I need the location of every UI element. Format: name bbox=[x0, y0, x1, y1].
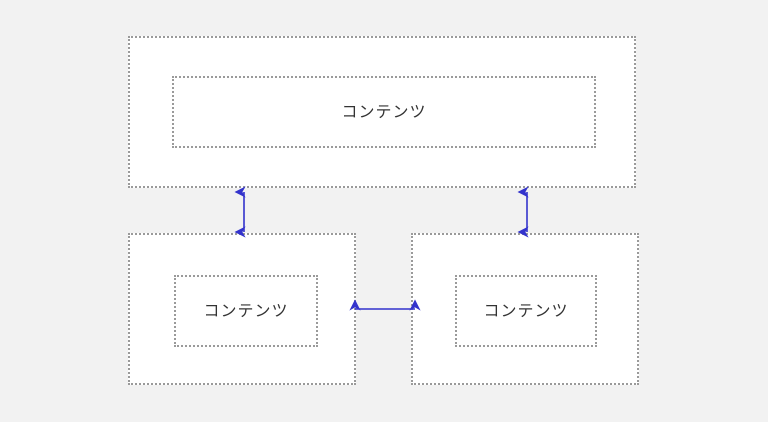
panel-top[interactable]: コンテンツ bbox=[128, 36, 636, 188]
content-box-top[interactable]: コンテンツ bbox=[172, 76, 596, 148]
panel-bottom-left[interactable]: コンテンツ bbox=[128, 233, 356, 385]
content-label-bottom-right: コンテンツ bbox=[483, 301, 569, 320]
content-label-bottom-left: コンテンツ bbox=[203, 301, 289, 320]
panel-bottom-right[interactable]: コンテンツ bbox=[411, 233, 639, 385]
connector-arrow-top-to-bottom-right bbox=[517, 186, 529, 238]
content-label-top: コンテンツ bbox=[341, 102, 427, 121]
connector-arrow-top-to-bottom-left bbox=[234, 186, 246, 238]
connector-arrow-bottom-left-to-bottom-right bbox=[349, 299, 421, 311]
content-box-bottom-right[interactable]: コンテンツ bbox=[455, 275, 597, 347]
content-box-bottom-left[interactable]: コンテンツ bbox=[174, 275, 318, 347]
